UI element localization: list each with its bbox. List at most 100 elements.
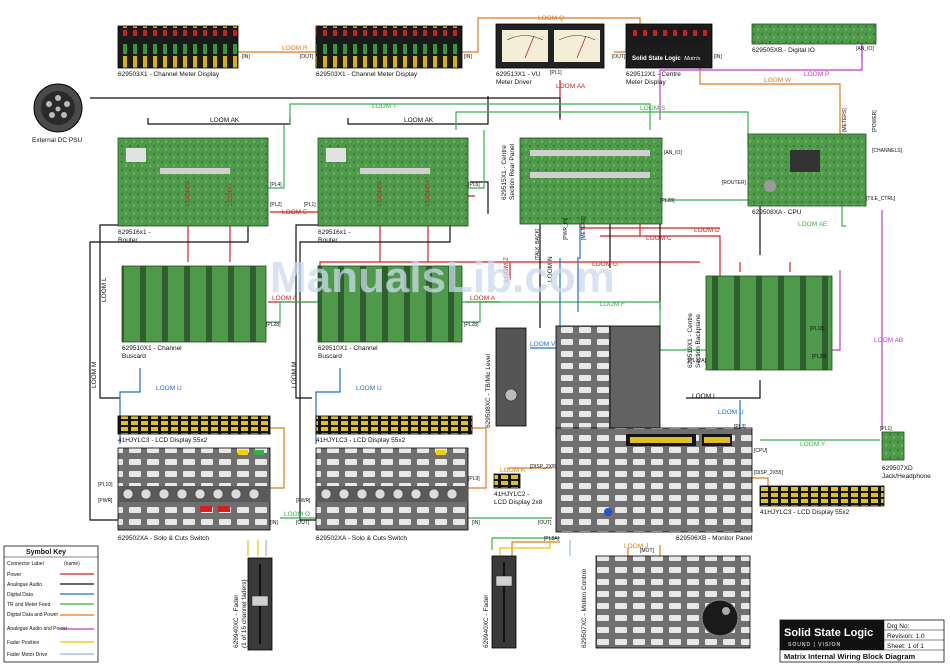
channel-fader-1 — [247, 557, 273, 651]
centre-meter-brand-sub: Matrix — [683, 56, 701, 62]
conn-pl1-vu: [PL1] — [550, 70, 562, 76]
loom-i: LOOM I — [227, 183, 234, 206]
loom-ab: LOOM AB — [874, 337, 903, 344]
conn-out-1: [OUT] — [300, 54, 314, 60]
meter-display-2-label: 629503X1 - Channel Meter Display — [316, 71, 418, 78]
centre-backplane-label-1: 629519X1 - Centre — [687, 313, 694, 368]
router-1-label-1: 629516x1 - — [118, 229, 151, 236]
key-item-power: Power — [7, 572, 22, 578]
lcd-display-2 — [315, 415, 473, 435]
digital-io-label: 629505XB - Digital IO — [752, 47, 815, 54]
monitor-panel — [555, 325, 753, 533]
channel-buscard-1 — [121, 265, 267, 343]
buscard-1-label-1: 629510X1 - Channel — [122, 345, 182, 352]
lcd-2-label: 41HJYLC3 - LCD Display 55x2 — [316, 437, 406, 444]
title-sheet: Sheet: 1 of 1 — [887, 643, 924, 650]
conn-pl28-bp: [PL28] — [812, 354, 827, 360]
watermark: ManualsLib.com — [270, 253, 615, 302]
loom-t: LOOM T — [372, 103, 397, 110]
loom-aa: LOOM AA — [556, 83, 586, 90]
loom-b-2: LOOM B — [377, 181, 384, 206]
key-col-label: Connector Label — [7, 561, 44, 567]
lcd-display-1 — [117, 415, 271, 435]
channel-buscard-2 — [317, 265, 463, 343]
conn-pl1-jack: [PL1] — [880, 426, 892, 432]
loom-j: LOOM J — [624, 543, 648, 550]
loom-d: LOOM D — [694, 227, 720, 234]
conn-pwr-s1: [PWR] — [98, 498, 113, 504]
monitor-panel-label: 629506XB - Monitor Panel — [676, 535, 753, 542]
conn-meters-2: [METERS] — [581, 216, 587, 240]
conn-out-2: [OUT] — [612, 54, 626, 60]
tb-mic-level-panel — [495, 327, 527, 427]
loom-h: LOOM H — [425, 180, 432, 206]
centre-section-label-2: Section Rear Panel — [509, 143, 516, 200]
loom-k: LOOM K — [500, 467, 526, 474]
lcd-3-label: 41HJYLC3 - LCD Display 55x2 — [760, 509, 850, 516]
conn-pl3-mon: [PL3] — [734, 424, 746, 430]
connector-labels: [IN] [OUT] [IN] [OUT] [PL1] [IN] [AN_IO]… — [98, 46, 903, 554]
centre-meter-brand: Solid State Logic — [632, 56, 681, 62]
router-2-label-2: Router — [318, 237, 338, 244]
loom-ak-2: LOOM AK — [404, 117, 434, 124]
motion-control-label: 629507XC - Motion Control — [581, 569, 588, 648]
conn-power: [POWER] — [872, 110, 878, 132]
external-psu-connector — [33, 83, 83, 133]
title-brand: Solid State Logic — [784, 627, 873, 639]
conn-in-1: [IN] — [242, 54, 250, 60]
title-block: Solid State Logic SOUND | VISION Drg No:… — [779, 619, 945, 663]
router-board-1 — [117, 137, 269, 227]
digital-io-board — [751, 23, 877, 45]
loom-z: LOOM Z — [503, 257, 510, 282]
conn-pl28-b1: [PL28] — [266, 322, 281, 328]
key-item-digital-power: Digital Data and Power — [7, 612, 58, 618]
loom-a-1: LOOM A — [272, 295, 298, 302]
wires — [89, 17, 883, 566]
loom-v: LOOM V — [530, 341, 556, 348]
conn-talk-back: [TALK_BACK] — [535, 228, 541, 260]
fader-2-label: 629940XC - Fader — [483, 594, 490, 648]
router-1-label-2: Router — [118, 237, 138, 244]
key-col-sample: (name) — [64, 561, 80, 567]
key-title: Symbol Key — [26, 549, 66, 556]
symbol-key: Symbol Key Connector Label (name) Power … — [3, 545, 99, 663]
fader-1-label-1: 629940XC - Fader — [233, 594, 240, 648]
conn-pl12a: [PL12A] — [688, 358, 706, 364]
title-revision: Revision: 1.0 — [887, 633, 925, 640]
loom-o: LOOM O — [284, 511, 310, 518]
centre-meter-label-1: 629512X1 - Centre — [626, 71, 681, 78]
conn-in-s1: [IN] — [270, 520, 278, 526]
key-item-fader-pos: Fader Position — [7, 640, 39, 646]
loom-u-2: LOOM U — [356, 385, 382, 392]
loom-s: LOOM S — [640, 105, 666, 112]
loom-labels: LOOM Q LOOM R LOOM AA LOOM W LOOM P LOOM… — [91, 15, 903, 550]
conn-pl10: [PL10] — [98, 482, 113, 488]
lcd-small-label-2: LCD Display 2x8 — [494, 499, 543, 506]
loom-a-2: LOOM A — [470, 295, 496, 302]
loom-b-1: LOOM B — [185, 181, 192, 206]
key-item-fader-motor: Fader Motor Drive — [7, 652, 48, 658]
key-item-digital: Digital Data — [7, 592, 33, 598]
conn-pl4-r1: [PL4] — [270, 182, 282, 188]
conn-meters: [METERS] — [842, 108, 848, 132]
loom-p: LOOM P — [804, 71, 829, 78]
conn-out-s2: [OUT] — [296, 520, 310, 526]
vu-driver-label-2: Meter Driver — [496, 79, 533, 86]
key-item-analogue: Analogue Audio — [7, 582, 42, 588]
conn-in-s2: [IN] — [472, 520, 480, 526]
lcd-display-2x8 — [493, 473, 521, 489]
title-brand-sub: SOUND | VISION — [788, 642, 841, 648]
lcd-display-3 — [759, 485, 885, 507]
loom-q: LOOM Q — [538, 15, 564, 22]
channel-meter-display-1 — [117, 25, 239, 69]
conn-pl28-b2: [PL28] — [464, 322, 479, 328]
title-drg-no: Drg No: — [887, 623, 910, 630]
conn-pl8a: [PL8A] — [544, 536, 560, 542]
jack-label-1: 629507XD — [882, 465, 913, 472]
loom-y: LOOM Y — [800, 441, 826, 448]
conn-pl2-r1: [PL2] — [270, 202, 282, 208]
solo-1-label: 629502XA - Solo & Cuts Switch — [118, 535, 209, 542]
fader-1-label-2: (1 of 16 channel faders) — [241, 579, 248, 648]
motion-control-panel — [595, 555, 751, 649]
